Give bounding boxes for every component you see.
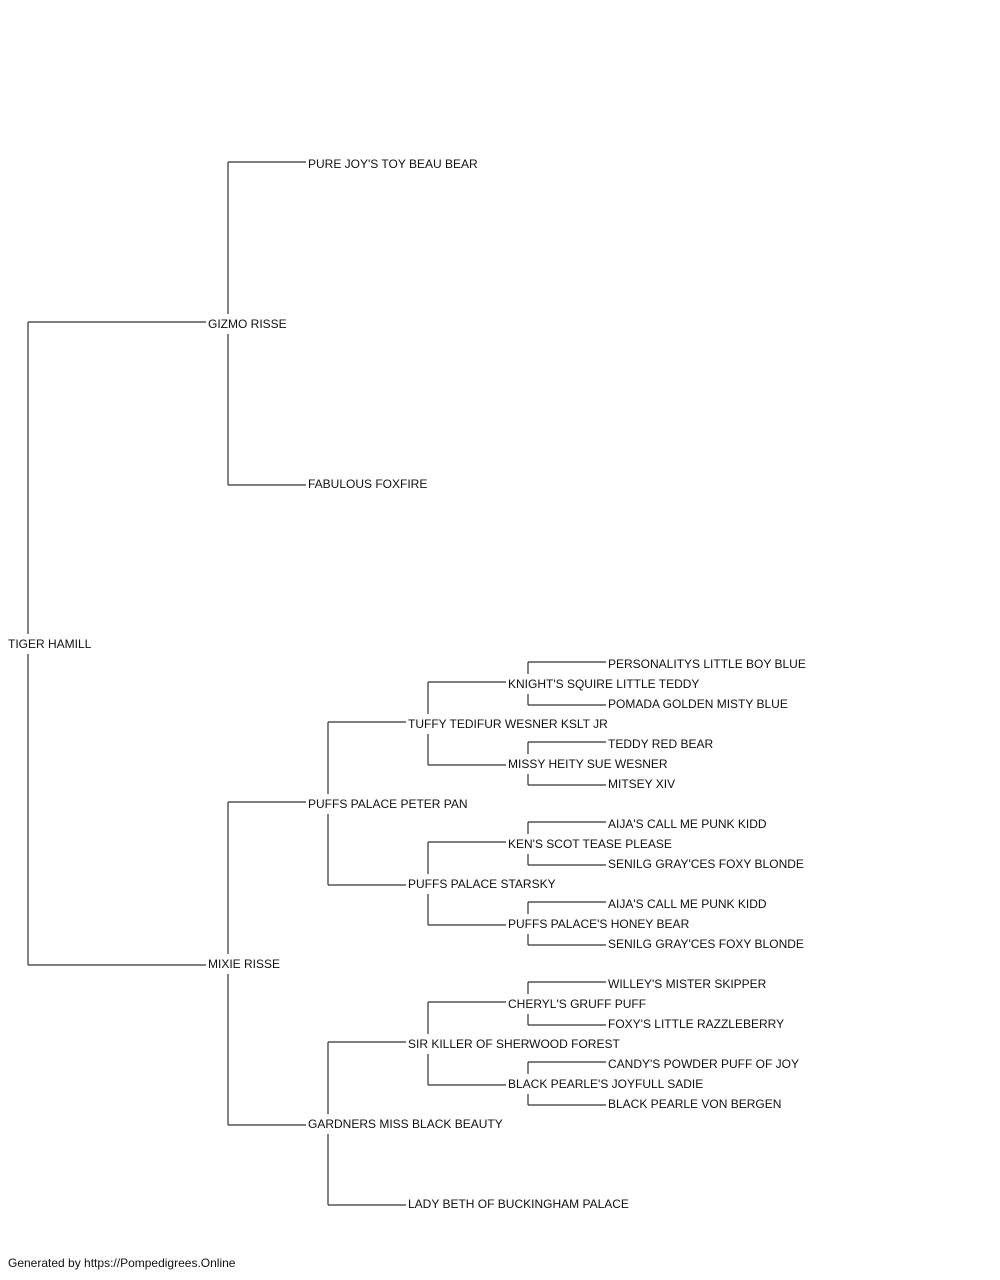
ancestor-name: WILLEY'S MISTER SKIPPER [608,977,767,991]
ancestor-name: KEN'S SCOT TEASE PLEASE [508,837,672,851]
ancestor-name: SENILG GRAY'CES FOXY BLONDE [608,857,804,871]
ancestor-name: AIJA'S CALL ME PUNK KIDD [608,897,767,911]
ancestor-name: CHERYL'S GRUFF PUFF [508,997,646,1011]
ancestor-name: POMADA GOLDEN MISTY BLUE [608,697,788,711]
pedigree-tree: TIGER HAMILL GIZMO RISSE PURE JOY'S TOY BE… [8,157,806,1211]
ancestor-name: BLACK PEARLE'S JOYFULL SADIE [508,1077,703,1091]
ancestor-name: PURE JOY'S TOY BEAU BEAR [308,157,478,171]
ancestor-name: MIXIE RISSE [208,957,280,971]
ancestor-name: PUFFS PALACE'S HONEY BEAR [508,917,690,931]
ancestor-name: PERSONALITYS LITTLE BOY BLUE [608,657,806,671]
ancestor-name: FABULOUS FOXFIRE [308,477,427,491]
footer-credit: Generated by https://Pompedigrees.Online [8,1256,236,1270]
ancestor-name: PUFFS PALACE STARSKY [408,877,556,891]
ancestor-name: KNIGHT'S SQUIRE LITTLE TEDDY [508,677,699,691]
ancestor-name: AIJA'S CALL ME PUNK KIDD [608,817,767,831]
ancestor-name: CANDY'S POWDER PUFF OF JOY [608,1057,799,1071]
ancestor-name: SIR KILLER OF SHERWOOD FOREST [408,1037,620,1051]
ancestor-name: BLACK PEARLE VON BERGEN [608,1097,781,1111]
ancestor-name: LADY BETH OF BUCKINGHAM PALACE [408,1197,629,1211]
ancestor-name: TEDDY RED BEAR [608,737,713,751]
ancestor-name: TUFFY TEDIFUR WESNER KSLT JR [408,717,608,731]
ancestor-name: GARDNERS MISS BLACK BEAUTY [308,1117,503,1131]
ancestor-name: FOXY'S LITTLE RAZZLEBERRY [608,1017,784,1031]
ancestor-name: PUFFS PALACE PETER PAN [308,797,468,811]
ancestor-name: MITSEY XIV [608,777,675,791]
ancestor-name: GIZMO RISSE [208,317,287,331]
ancestor-name: MISSY HEITY SUE WESNER [508,757,668,771]
ancestor-name: SENILG GRAY'CES FOXY BLONDE [608,937,804,951]
subject-name: TIGER HAMILL [8,637,92,651]
